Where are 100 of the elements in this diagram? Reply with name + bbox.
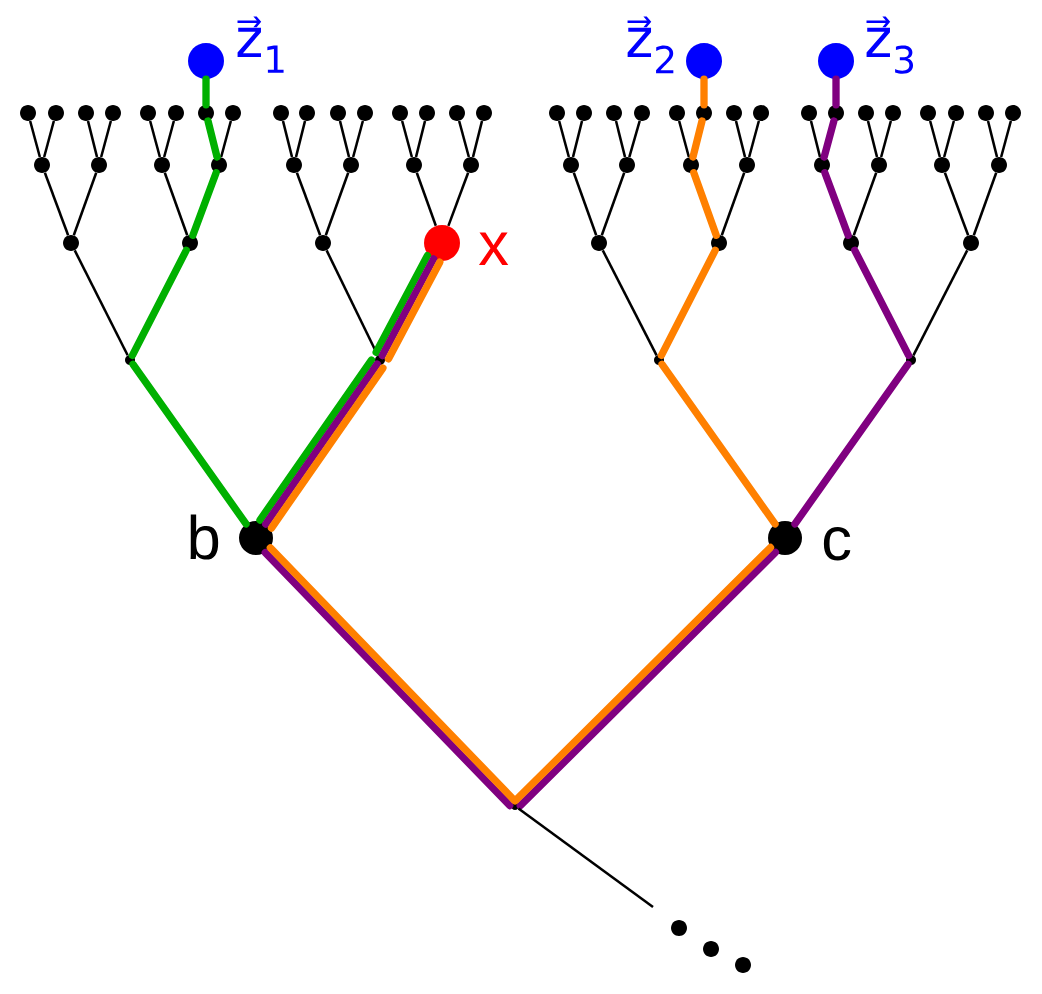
dot: [406, 157, 422, 173]
branch-line: [28, 120, 42, 158]
highlighted-path: [820, 117, 838, 161]
dot: [963, 235, 979, 251]
highlighted-path: [658, 360, 779, 528]
branch-line: [447, 172, 470, 227]
dot: [299, 105, 315, 121]
dot: [330, 105, 346, 121]
highlighted-path: [690, 169, 720, 239]
branch-line: [928, 120, 942, 158]
branch-line: [219, 120, 233, 158]
dot: [315, 235, 331, 251]
branch-line: [86, 120, 99, 158]
dot: [885, 105, 901, 121]
branch-line: [912, 249, 969, 356]
branch-line: [351, 120, 365, 158]
dot: [105, 105, 121, 121]
highlighted-path: [129, 360, 250, 528]
branch-line: [400, 120, 414, 158]
highlighted-path: [689, 117, 706, 161]
highlighted-path: [700, 75, 708, 109]
branch-line: [572, 172, 598, 236]
branch-line: [471, 120, 484, 158]
dot: [343, 157, 359, 173]
highlighted-path: [657, 246, 719, 359]
branch-line: [415, 172, 438, 227]
branch-line: [614, 120, 627, 158]
dot: [34, 157, 50, 173]
dot: [703, 941, 719, 957]
branch-line: [571, 120, 584, 158]
dot: [671, 920, 687, 936]
branch-line: [73, 249, 129, 356]
branch-line: [295, 172, 322, 236]
branch-line: [601, 249, 658, 356]
highlighted-path: [821, 169, 852, 239]
dot: [619, 157, 635, 173]
branch-line: [866, 120, 879, 158]
dot: [711, 235, 727, 251]
branch-line: [163, 172, 189, 236]
node-label: z⃗$_{3}$: [866, 16, 914, 74]
branch-line: [162, 120, 176, 158]
dot: [726, 105, 742, 121]
dot: [48, 105, 64, 121]
branch-line: [628, 120, 641, 158]
dot: [273, 105, 289, 121]
dot: [934, 157, 950, 173]
branch-line: [517, 807, 654, 908]
branch-line: [852, 172, 878, 236]
node-label: z⃗$_{1}$: [237, 16, 284, 73]
dot: [920, 105, 936, 121]
branch-line: [42, 120, 56, 158]
dot: [449, 105, 465, 121]
dot: [20, 105, 36, 121]
dot: [392, 105, 408, 121]
dot: [78, 105, 94, 121]
node-label: c: [823, 527, 851, 561]
dot: [140, 105, 156, 121]
dot: [871, 157, 887, 173]
dot: [225, 105, 241, 121]
highlighted-path: [204, 117, 221, 161]
branch-line: [986, 120, 999, 158]
highlighted-path: [189, 169, 220, 239]
highlighted-path: [851, 246, 913, 359]
dot: [1005, 105, 1021, 121]
dot: [576, 105, 592, 121]
highlighted-path: [202, 75, 210, 109]
branch-line: [324, 172, 350, 236]
dot: [286, 157, 302, 173]
highlighted-path: [791, 360, 912, 528]
dot: [198, 105, 214, 121]
dot: [948, 105, 964, 121]
dot: [801, 105, 817, 121]
branch-line: [879, 120, 893, 158]
dot: [843, 235, 859, 251]
dot: [696, 105, 712, 121]
branch-line: [414, 120, 427, 158]
branch-line: [942, 120, 956, 158]
branch-line: [600, 172, 626, 236]
highlighted-path: [832, 75, 840, 109]
dot: [549, 105, 565, 121]
dot: [211, 157, 227, 173]
dot: [828, 105, 844, 121]
dot: [753, 105, 769, 121]
branch-line: [999, 120, 1013, 158]
branch-line: [72, 172, 98, 236]
dot: [419, 105, 435, 121]
dot: [858, 105, 874, 121]
branch-line: [557, 120, 571, 158]
dot: [735, 957, 751, 973]
dot: [63, 235, 79, 251]
dot: [476, 105, 492, 121]
branch-line: [943, 172, 970, 236]
branch-line: [294, 120, 307, 158]
highlighted-path: [384, 258, 444, 363]
branch-line: [809, 120, 822, 158]
dot: [669, 105, 685, 121]
dot: [91, 157, 107, 173]
branch-line: [281, 120, 294, 158]
dot: [991, 157, 1007, 173]
node-label: z⃗$_{2}$: [627, 16, 674, 74]
